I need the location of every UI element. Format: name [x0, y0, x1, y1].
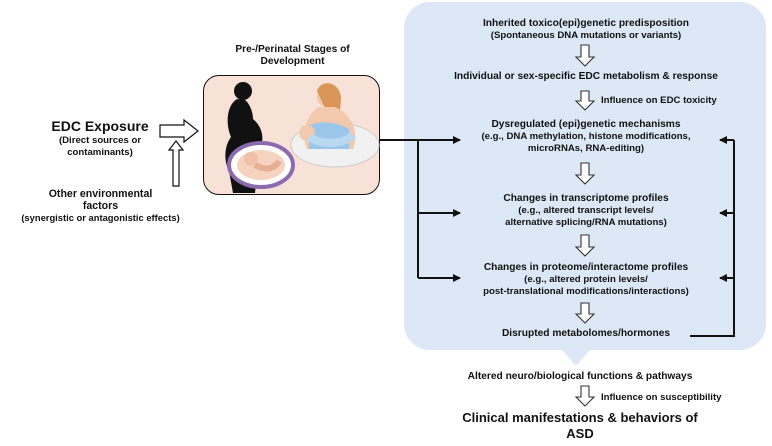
down-arrow-5 — [574, 302, 596, 324]
down-arrow-2 — [574, 90, 596, 111]
clinical-title-1: Clinical manifestations & behaviors of — [462, 410, 698, 425]
stage-illustration-box — [203, 75, 380, 195]
inherited-title: Inherited toxico(epi)genetic predisposit… — [482, 18, 690, 29]
proteome-sub-2: post-translational modifications/interac… — [483, 286, 689, 297]
stages-title-2: Development — [260, 56, 325, 67]
edc-exposure-sub-2: contaminants) — [67, 147, 133, 158]
other-factors-title-1: Other environmental — [48, 188, 153, 200]
down-arrow-3 — [574, 162, 596, 185]
inherited-block: Inherited toxico(epi)genetic predisposit… — [420, 18, 752, 42]
feedback-connector — [690, 140, 735, 337]
edc-to-stage-arrow — [159, 118, 199, 144]
transcriptome-sub-1: (e.g., altered transcript levels/ — [518, 205, 654, 216]
other-factors-up-arrow — [167, 140, 185, 187]
influence-susceptibility-text: Influence on susceptibility — [601, 392, 722, 403]
dysregulated-sub-1: (e.g., DNA methylation, histone modifica… — [481, 131, 691, 142]
edc-exposure-block: EDC Exposure (Direct sources or contamin… — [20, 118, 180, 159]
dysregulated-block: Dysregulated (epi)genetic mechanisms (e.… — [420, 119, 752, 155]
inherited-sub: (Spontaneous DNA mutations or variants) — [490, 30, 682, 41]
metabolism-text: Individual or sex-specific EDC metabolis… — [454, 71, 718, 82]
transcriptome-sub-2: alternative splicing/RNA mutations) — [505, 217, 667, 228]
panel-pointer — [562, 350, 590, 366]
edc-exposure-title: EDC Exposure — [51, 118, 149, 134]
dysregulated-title: Dysregulated (epi)genetic mechanisms — [491, 119, 681, 130]
neuro-text: Altered neuro/biological functions & pat… — [467, 371, 693, 382]
stages-title: Pre-/Perinatal Stages of Development — [210, 44, 375, 68]
down-arrow-1 — [574, 44, 596, 67]
stages-title-1: Pre-/Perinatal Stages of — [235, 44, 350, 55]
other-factors-sub: (synergistic or antagonistic effects) — [21, 212, 180, 223]
clinical-block: Clinical manifestations & behaviors of A… — [420, 410, 740, 442]
metabolomes-text: Disrupted metabolomes/hormones — [501, 328, 671, 339]
pregnancy-mother-illustration — [224, 81, 379, 193]
proteome-title: Changes in proteome/interactome profiles — [483, 262, 689, 273]
transcriptome-title: Changes in transcriptome profiles — [503, 193, 669, 204]
clinical-title-2: ASD — [566, 426, 594, 441]
stage-connector — [380, 139, 419, 278]
other-factors-title-2: factors — [82, 200, 119, 212]
proteome-block: Changes in proteome/interactome profiles… — [420, 262, 752, 298]
other-factors-block: Other environmental factors (synergistic… — [8, 188, 193, 224]
proteome-sub-1: (e.g., altered protein levels/ — [524, 274, 648, 285]
edc-exposure-sub-1: (Direct sources or — [58, 135, 142, 146]
transcriptome-block: Changes in transcriptome profiles (e.g.,… — [420, 193, 752, 229]
dysregulated-sub-2: microRNAs, RNA-editing) — [527, 143, 645, 154]
down-arrow-4 — [574, 234, 596, 257]
influence-toxicity-text: Influence on EDC toxicity — [601, 95, 717, 106]
down-arrow-6 — [574, 385, 596, 407]
